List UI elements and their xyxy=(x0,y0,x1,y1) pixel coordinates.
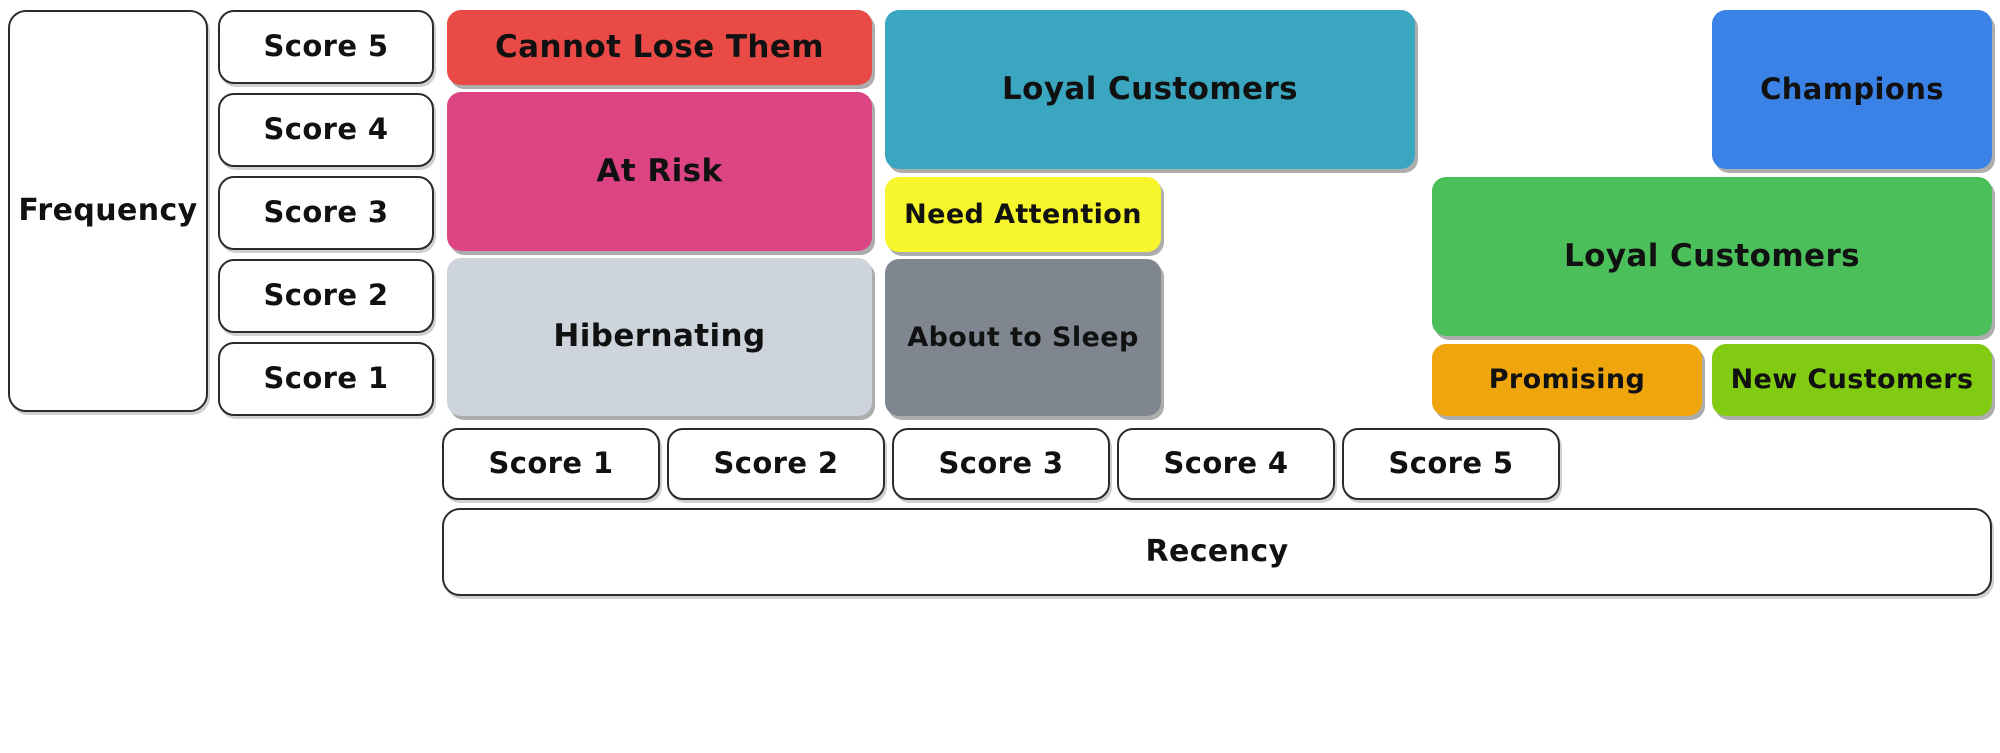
frequency-score-2-cell[interactable]: Score 2 xyxy=(218,259,434,333)
segment-cannot-lose-them[interactable]: Cannot Lose Them xyxy=(447,10,872,85)
segment-about-to-sleep-label: About to Sleep xyxy=(907,321,1139,353)
frequency-score-5-cell[interactable]: Score 5 xyxy=(218,10,434,84)
segment-hibernating-label: Hibernating xyxy=(553,318,766,355)
segment-loyal-customers-green[interactable]: Loyal Customers xyxy=(1432,177,1992,336)
segment-promising-label: Promising xyxy=(1488,364,1646,396)
recency-score-3-cell[interactable]: Score 3 xyxy=(892,428,1110,500)
segment-loyal-customers-teal-label: Loyal Customers xyxy=(1001,70,1299,107)
recency-score-4-label: Score 4 xyxy=(1163,446,1289,481)
frequency-axis-label-box: Frequency xyxy=(8,10,208,412)
frequency-score-5-label: Score 5 xyxy=(263,29,389,64)
recency-axis-label: Recency xyxy=(1145,533,1289,569)
segment-new-customers-label: New Customers xyxy=(1730,364,1974,396)
recency-score-4-cell[interactable]: Score 4 xyxy=(1117,428,1335,500)
segment-cannot-lose-them-label: Cannot Lose Them xyxy=(495,28,824,65)
frequency-score-1-label: Score 1 xyxy=(263,361,389,396)
frequency-score-4-label: Score 4 xyxy=(263,112,389,147)
recency-score-2-label: Score 2 xyxy=(713,446,839,481)
segment-about-to-sleep[interactable]: About to Sleep xyxy=(885,259,1161,416)
recency-score-1-cell[interactable]: Score 1 xyxy=(442,428,660,500)
recency-score-1-label: Score 1 xyxy=(488,446,614,481)
segment-at-risk[interactable]: At Risk xyxy=(447,92,872,251)
recency-score-3-label: Score 3 xyxy=(938,446,1064,481)
frequency-score-4-cell[interactable]: Score 4 xyxy=(218,93,434,167)
segment-champions-label: Champions xyxy=(1760,71,1944,106)
segment-at-risk-label: At Risk xyxy=(596,152,723,189)
frequency-score-2-label: Score 2 xyxy=(263,278,389,313)
segment-loyal-customers-green-label: Loyal Customers xyxy=(1563,237,1861,274)
segment-need-attention[interactable]: Need Attention xyxy=(885,177,1161,252)
segment-promising[interactable]: Promising xyxy=(1432,344,1702,416)
frequency-axis-label: Frequency xyxy=(18,192,198,228)
recency-score-2-cell[interactable]: Score 2 xyxy=(667,428,885,500)
recency-score-5-cell[interactable]: Score 5 xyxy=(1342,428,1560,500)
recency-axis-label-box: Recency xyxy=(442,508,1992,596)
segment-new-customers[interactable]: New Customers xyxy=(1712,344,1992,416)
segment-hibernating[interactable]: Hibernating xyxy=(447,258,872,416)
frequency-score-3-cell[interactable]: Score 3 xyxy=(218,176,434,250)
frequency-score-1-cell[interactable]: Score 1 xyxy=(218,342,434,416)
segment-loyal-customers-teal[interactable]: Loyal Customers xyxy=(885,10,1415,169)
segment-champions[interactable]: Champions xyxy=(1712,10,1992,169)
frequency-score-3-label: Score 3 xyxy=(263,195,389,230)
segment-need-attention-label: Need Attention xyxy=(904,198,1142,230)
recency-score-5-label: Score 5 xyxy=(1388,446,1514,481)
